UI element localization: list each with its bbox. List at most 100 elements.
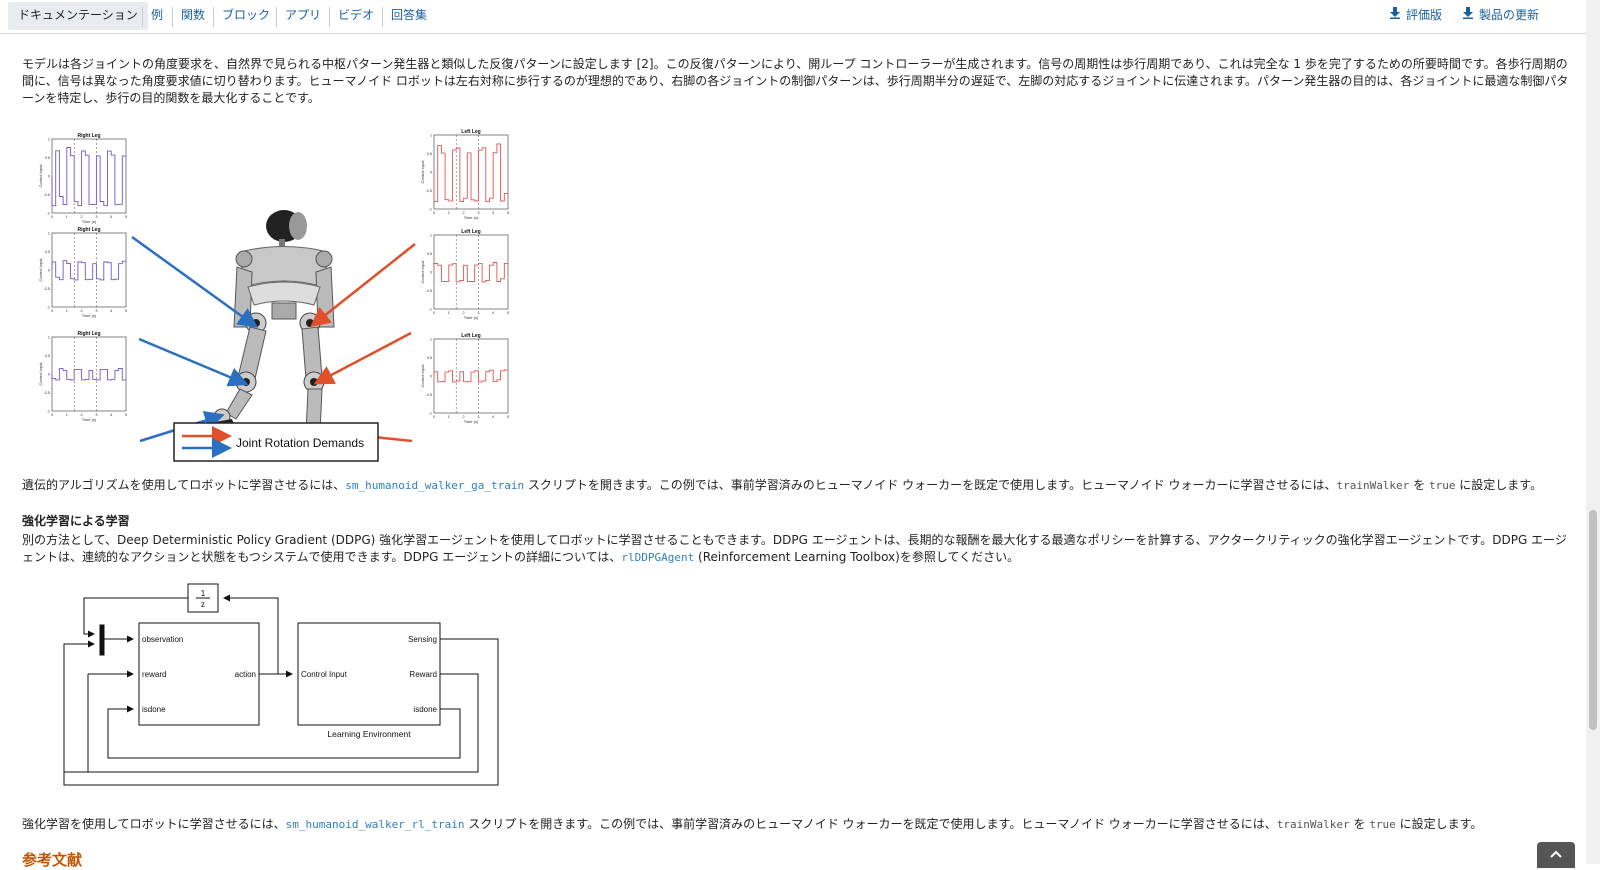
plot-x-tick: 0: [51, 413, 53, 417]
plot-x-tick: 4: [110, 413, 112, 417]
tab-apps[interactable]: アプリ: [285, 8, 322, 22]
tab-videos[interactable]: ビデオ: [338, 8, 375, 22]
plot-title: Right Leg: [77, 331, 100, 337]
plot-y-tick: -1: [47, 306, 50, 310]
ga-text-wo: を: [1409, 478, 1429, 492]
env-label: Learning Environment: [327, 729, 411, 739]
plot-x-tick: 1: [66, 215, 68, 219]
plot-y-tick: -1: [47, 410, 50, 414]
plot-y-tick: 0.5: [427, 252, 432, 256]
ga-text-before: 遺伝的アルゴリズムを使用してロボットに学習させるには、: [22, 478, 346, 492]
rlddpgagent-link[interactable]: rlDDPGAgent: [621, 551, 695, 564]
plot-x-tick: 2: [463, 415, 465, 419]
rl-text-before: 別の方法として、Deep Deterministic Policy Gradie…: [22, 533, 1567, 564]
figure-legend: Joint Rotation Demands: [173, 422, 379, 462]
plot-signal-line: [51, 260, 126, 281]
plot-y-tick: 0.5: [45, 156, 50, 160]
env-output-isdone: isdone: [413, 705, 437, 714]
plot-xlabel: Time (s): [82, 417, 97, 422]
back-to-top-button[interactable]: [1537, 842, 1575, 868]
plot-x-tick: 2: [81, 413, 83, 417]
plot-y-tick: -0.5: [425, 393, 432, 397]
agent-input-observation: observation: [142, 635, 183, 644]
legend-label: Joint Rotation Demands: [236, 436, 364, 450]
plot-y-tick: 0.5: [427, 152, 432, 156]
env-output-sensing: Sensing: [408, 635, 437, 644]
plot-x-tick: 1: [448, 311, 450, 315]
rl-block-diagram-svg: 1 z observation reward isdone action Con…: [63, 583, 499, 786]
tab-examples[interactable]: 例: [151, 8, 164, 22]
plot-ylabel: Control Input: [38, 164, 43, 188]
plot-x-tick: 0: [51, 215, 53, 219]
product-updates-link[interactable]: 製品の更新: [1463, 0, 1539, 33]
plot-y-tick: 0.5: [45, 354, 50, 358]
nav-separator: [329, 7, 330, 27]
plot-x-tick: 4: [110, 309, 112, 313]
plot-x-tick: 3: [477, 415, 479, 419]
plot-x-tick: 0: [51, 309, 53, 313]
trial-label: 評価版: [1406, 8, 1443, 22]
rl2-text-wo: を: [1349, 817, 1370, 831]
plot-y-tick: -0.5: [43, 391, 50, 395]
plot-x-tick: 4: [110, 215, 112, 219]
plot-x-tick: 0: [433, 415, 435, 419]
plot-signal-line: [433, 262, 508, 283]
plot-x-tick: 1: [66, 309, 68, 313]
product-updates-label: 製品の更新: [1479, 8, 1540, 22]
plot-y-tick: -1: [429, 208, 432, 212]
plot-x-tick: 5: [125, 215, 127, 219]
plot-y-tick: -0.5: [425, 189, 432, 193]
tab-answers[interactable]: 回答集: [391, 8, 428, 22]
plot-xlabel: Time (s): [464, 419, 479, 424]
intro-paragraph: モデルは各ジョイントの角度要求を、自然界で見られる中枢パターン発生器と類似した反…: [22, 57, 1569, 105]
download-icon: [1390, 0, 1400, 31]
page-scrollbar[interactable]: [1586, 0, 1600, 864]
plot-x-tick: 5: [125, 309, 127, 313]
plot-y-tick: -1: [47, 212, 50, 216]
rl-sentence: 強化学習を使用してロボットに学習させるには、sm_humanoid_walker…: [22, 816, 1570, 833]
plot-y-tick: 0: [48, 269, 50, 273]
tab-functions[interactable]: 関数: [181, 8, 206, 22]
plot-y-tick: 0.5: [45, 250, 50, 254]
trial-link[interactable]: 評価版: [1390, 0, 1442, 33]
plot-xlabel: Time (s): [82, 313, 97, 318]
plot-x-tick: 2: [463, 211, 465, 215]
references-heading: 参考文献: [22, 851, 83, 869]
plot-signal-line: [433, 143, 508, 203]
plot-y-tick: 1: [430, 134, 432, 138]
plot-x-tick: 0: [433, 211, 435, 215]
rl-train-script-link[interactable]: sm_humanoid_walker_rl_train: [285, 818, 465, 831]
plot-x-tick: 3: [477, 311, 479, 315]
plot-ylabel: Control Input: [38, 362, 43, 386]
plot-x-tick: 3: [477, 211, 479, 215]
rl-true-code: true: [1369, 818, 1396, 831]
plot-x-tick: 0: [433, 311, 435, 315]
plot-y-tick: 0: [48, 373, 50, 377]
plot-x-tick: 5: [507, 415, 509, 419]
plot-x-tick: 1: [448, 415, 450, 419]
plot-x-tick: 4: [492, 415, 494, 419]
rl2-text-middle: スクリプトを開きます。この例では、事前学習済みのヒューマノイド ウォーカーを既定…: [464, 817, 1277, 831]
tab-documentation[interactable]: ドキュメンテーション: [8, 2, 148, 30]
tab-blocks[interactable]: ブロック: [222, 8, 271, 22]
nav-separator: [276, 7, 277, 27]
plot-y-tick: 1: [48, 232, 50, 236]
plot-y-tick: 0: [48, 175, 50, 179]
plot-xlabel: Time (s): [82, 219, 97, 224]
ga-true-code: true: [1428, 479, 1456, 492]
plot-ylabel: Control Input: [420, 260, 425, 284]
plot-title: Right Leg: [77, 227, 100, 233]
scrollbar-thumb[interactable]: [1589, 510, 1597, 730]
ga-train-script-link[interactable]: sm_humanoid_walker_ga_train: [345, 479, 525, 492]
plot-y-tick: -0.5: [425, 289, 432, 293]
plot-y-tick: 1: [48, 336, 50, 340]
plot-y-tick: 0: [430, 375, 432, 379]
joint-arrows: [131, 235, 416, 443]
plot-x-tick: 4: [492, 211, 494, 215]
